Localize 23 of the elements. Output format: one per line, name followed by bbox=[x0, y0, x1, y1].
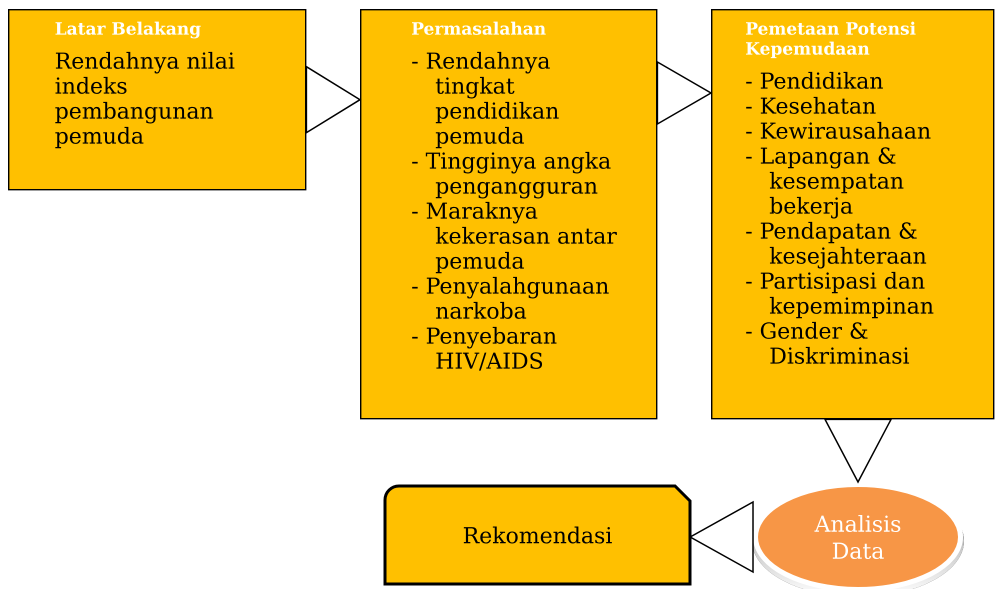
process-box bbox=[711, 9, 994, 420]
list-item: - Tingginya angka pengangguran bbox=[412, 152, 611, 198]
list-item: - Penyebaran HIV/AIDS bbox=[412, 326, 556, 371]
box-heading: Permasalahan bbox=[412, 22, 546, 35]
box-heading: Latar Belakang bbox=[56, 22, 201, 38]
box-heading: Pemetaan Potensi Kepemudaan bbox=[746, 22, 916, 58]
list-item: - Kesehatan bbox=[746, 96, 876, 114]
process-box bbox=[384, 484, 692, 586]
list-item: - Rendahnya tingkat pendidikan pemuda bbox=[412, 52, 559, 148]
list-item: - Lapangan & kesempatan bekerja bbox=[746, 147, 904, 218]
list-item: - Kewirausahaan bbox=[746, 122, 931, 139]
list-item: - Penyalahgunaan narkoba bbox=[412, 276, 609, 319]
process-oval bbox=[752, 482, 964, 589]
list-item: - Gender & Diskriminasi bbox=[746, 322, 910, 364]
list-item: - Pendidikan bbox=[746, 72, 883, 89]
process-box bbox=[360, 9, 658, 420]
process-box bbox=[8, 9, 306, 190]
oval-text: Analisis Data bbox=[814, 514, 900, 560]
list-item: - Maraknya kekerasan antar pemuda bbox=[412, 202, 617, 274]
box-text: Rekomendasi bbox=[464, 526, 612, 544]
list-item: - Partisipasi dan kepemimpinan bbox=[746, 272, 934, 318]
list-item: - Pendapatan & kesejahteraan bbox=[746, 222, 926, 268]
box-text: Rendahnya nilai indeks pembangunan pemuda bbox=[55, 52, 234, 148]
